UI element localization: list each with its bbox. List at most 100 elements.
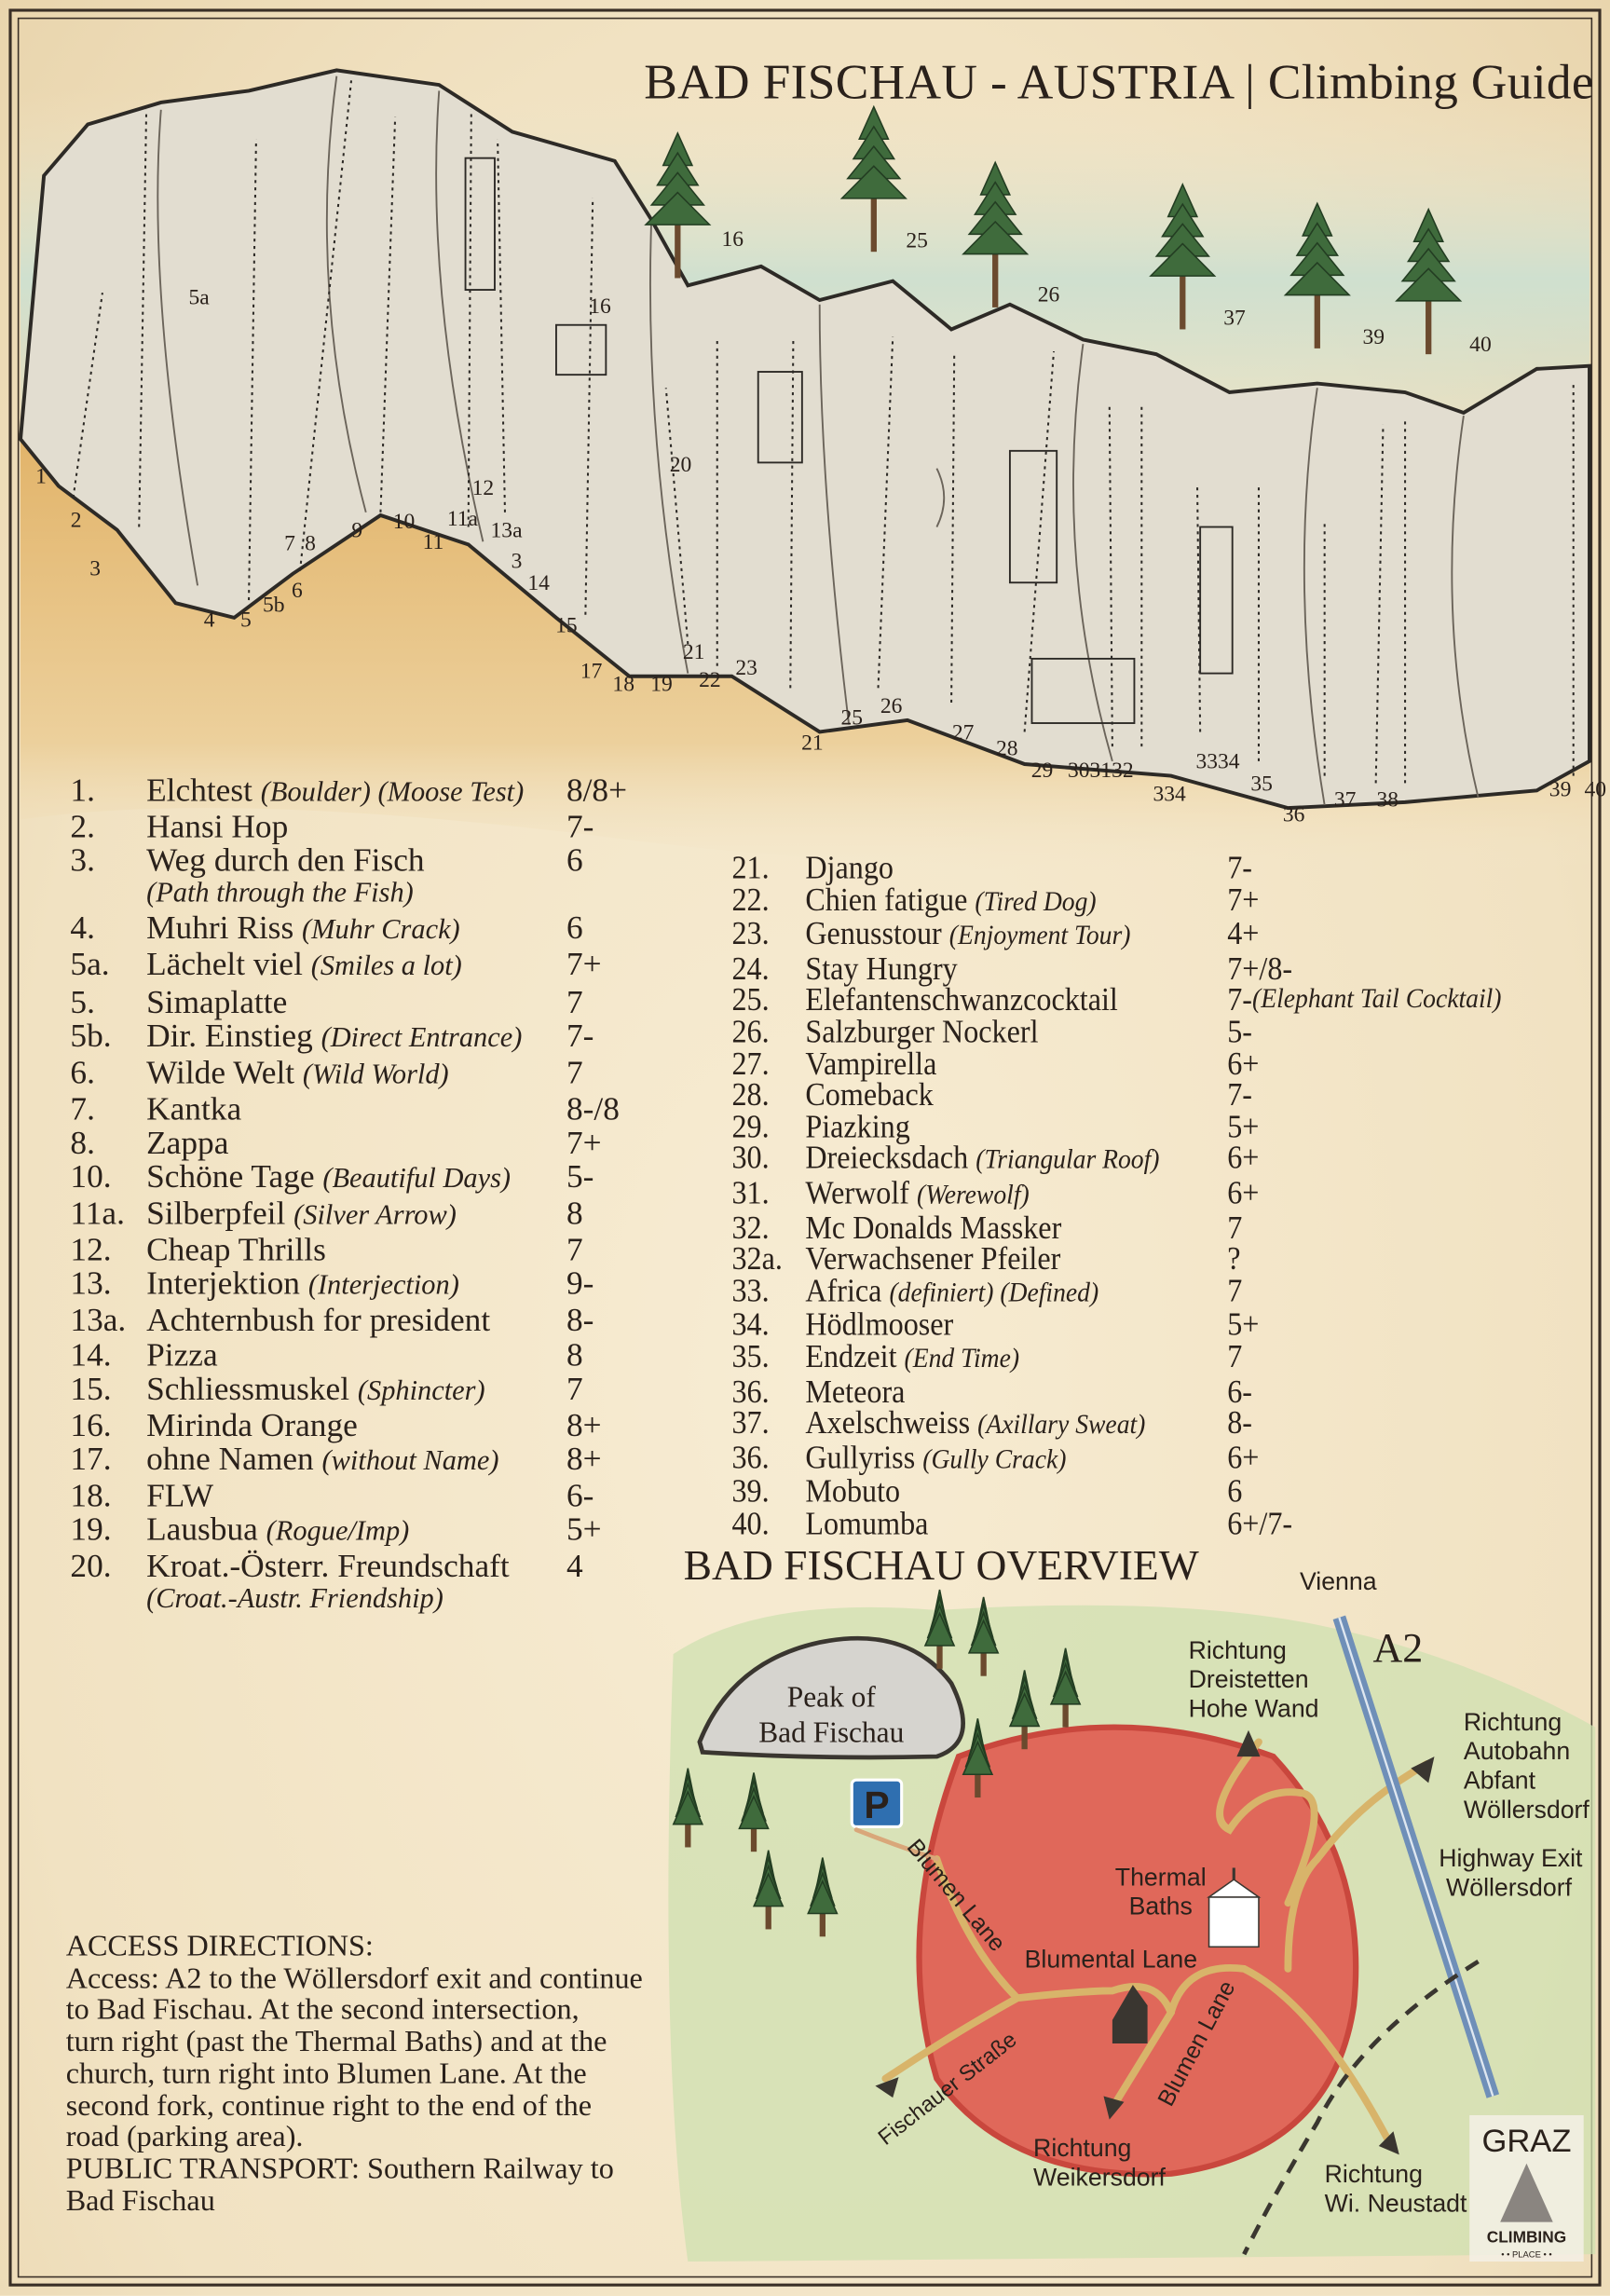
route-name-cell: Achternbush for president [146, 1304, 566, 1337]
route-name-cell: Dir. Einstieg (Direct Entrance) [146, 1018, 566, 1055]
route-grade: 8- [566, 1302, 594, 1339]
label-line: Hohe Wand [1189, 1695, 1319, 1723]
route-number: 21. [731, 849, 770, 886]
route-number: 33. [731, 1271, 770, 1308]
route-name-cell: Django [805, 851, 1227, 883]
route-name: Wilde Welt [146, 1053, 295, 1090]
route-row: 5a.Lächelt viel (Smiles a lot)7+ [70, 948, 627, 984]
route-number-label: 20 [670, 453, 692, 477]
route-translation: (Rogue/Imp) [266, 1516, 410, 1548]
route-number: 39. [731, 1472, 770, 1510]
public-transport-text: Southern Railway to [359, 2152, 614, 2186]
pine-tree-icon [752, 1850, 785, 1930]
label-line: Wöllersdorf [1464, 1796, 1590, 1824]
route-number-label: 19 [650, 672, 673, 696]
route-name: Zappa [146, 1124, 229, 1161]
route-number-label: 12 [472, 476, 495, 500]
highway-exit-label: Highway Exit Wöllersdorf [1439, 1844, 1583, 1901]
route-grade: 8- [1227, 1403, 1253, 1441]
map-trees [672, 1589, 1082, 1937]
route-number: 40. [731, 1504, 770, 1541]
route-number: 29. [731, 1107, 770, 1145]
route-grade: 7- [1227, 981, 1253, 1018]
route-number-label: 13a [491, 519, 524, 543]
peak-label-line: Peak of [787, 1681, 877, 1714]
route-grade: 8/8+ [566, 771, 628, 809]
route-name-cell: Kroat.-Österr. Freundschaft [146, 1549, 566, 1582]
route-subtitle-row: (Croat.-Austr. Friendship) [70, 1582, 627, 1616]
route-grade: 7 [1227, 1208, 1243, 1246]
route-number: 34. [731, 1305, 770, 1344]
route-grade: 7+ [566, 1124, 602, 1161]
neustadt-label: Richtung Wi. Neustadt [1325, 2160, 1467, 2217]
autobahn-label: Richtung Autobahn Abfant Wöllersdorf [1464, 1708, 1590, 1824]
route-name: Hödlmooser [805, 1305, 954, 1344]
route-name-cell: Lächelt viel (Smiles a lot) [146, 948, 566, 984]
route-number: 15. [70, 1369, 112, 1406]
route-number-label: 25 [840, 706, 863, 731]
route-row: 37.Axelschweiss (Axillary Sweat)8- [731, 1403, 1501, 1442]
route-number: 13. [70, 1264, 112, 1303]
route-name: Elchtest [146, 771, 252, 809]
route-translation: (Werewolf) [917, 1180, 1030, 1211]
label-line: Weikersdorf [1033, 2163, 1166, 2191]
route-translation: (Sphincter) [357, 1375, 485, 1406]
route-name-cell: Zappa [146, 1126, 566, 1159]
route-grade: 5+ [566, 1510, 602, 1548]
route-number: 7. [70, 1090, 95, 1128]
label-line: Dreistetten [1189, 1665, 1309, 1693]
route-row: 5b.Dir. Einstieg (Direct Entrance)7- [70, 1018, 627, 1055]
route-name-cell: FLW [146, 1478, 566, 1511]
route-grade: 7- [566, 808, 594, 845]
route-number: 23. [731, 915, 770, 952]
tree-route-label: 26 [1038, 283, 1060, 308]
route-name: Mobuto [805, 1472, 901, 1510]
route-number-label: 39 [1549, 778, 1572, 802]
route-number: 8. [70, 1124, 95, 1161]
route-number: 16. [70, 1406, 112, 1443]
route-number: 24. [731, 950, 770, 987]
route-number-label: 303132 [1068, 758, 1134, 783]
route-number-label: 11 [423, 530, 444, 554]
route-row: 4.Muhri Riss (Muhr Crack)6 [70, 911, 627, 948]
town-area [916, 1724, 1359, 2178]
route-name-cell: Endzeit (End Time) [805, 1340, 1227, 1375]
a2-label: A2 [1373, 1625, 1424, 1671]
route-number: 13a. [70, 1302, 127, 1339]
chapel-icon [1112, 1985, 1148, 2043]
route-number-label: 3334 [1195, 750, 1239, 774]
route-grade: 6 [566, 841, 583, 879]
route-name-cell: Schliessmuskel (Sphincter) [146, 1371, 566, 1407]
route-translation: (definiert) (Defined) [889, 1277, 1099, 1308]
thermal-baths-label: Thermal Baths [1115, 1863, 1207, 1920]
route-number-label: 9 [351, 519, 362, 543]
direction-arrows [875, 1729, 1435, 2155]
route-name-cell: Africa (definiert) (Defined) [805, 1274, 1227, 1309]
vienna-label: Vienna [1300, 1567, 1377, 1595]
peak-label-line: Bad Fischau [758, 1715, 904, 1748]
route-grade: 7 [566, 1369, 583, 1406]
route-number: 18. [70, 1476, 112, 1514]
tree-route-label: 25 [906, 228, 928, 253]
route-name-cell: Axelschweiss (Axillary Sweat) [805, 1406, 1227, 1442]
route-number-label: 3 [512, 550, 523, 574]
route-name-cell: Wilde Welt (Wild World) [146, 1055, 566, 1091]
route-number-label: 26 [880, 694, 903, 718]
blumental-lane-label: Blumental Lane [1025, 1945, 1197, 1973]
route-name-cell: Schöne Tage (Beautiful Days) [146, 1159, 566, 1196]
pine-tree-icon [1395, 207, 1463, 355]
route-name: ohne Namen [146, 1440, 314, 1477]
route-name-cell: Simaplatte [146, 984, 566, 1018]
route-name-cell: Muhri Riss (Muhr Crack) [146, 911, 566, 948]
label-line: Richtung [1464, 1708, 1562, 1736]
route-translation: (Interjection) [307, 1271, 459, 1303]
route-row: 15. Schliessmuskel (Sphincter)7 [70, 1371, 627, 1407]
